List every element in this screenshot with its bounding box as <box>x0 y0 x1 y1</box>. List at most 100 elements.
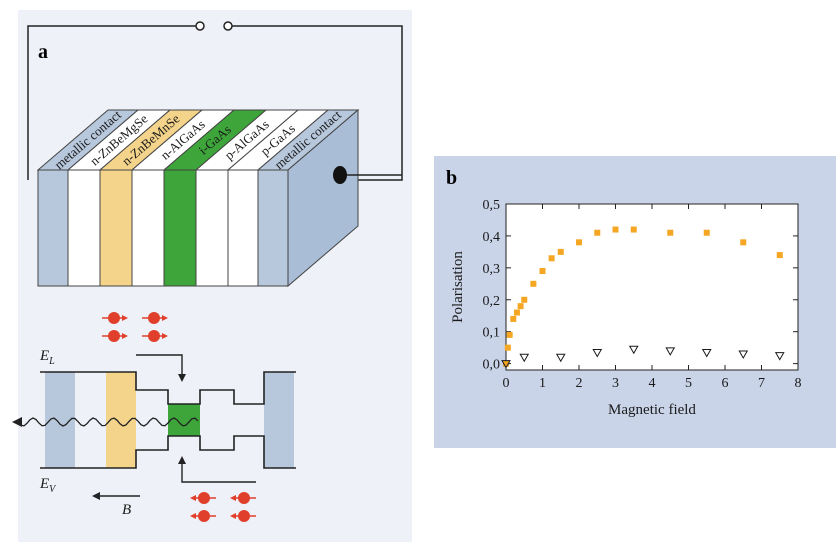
point-square-11 <box>557 248 564 255</box>
hole-2 <box>238 492 250 504</box>
electron-3 <box>108 330 120 342</box>
x-tick-label-0: 0 <box>503 376 510 391</box>
point-square-6 <box>517 303 524 310</box>
hole-1 <box>198 492 210 504</box>
point-square-18 <box>740 239 747 246</box>
layer-front-6 <box>195 169 229 287</box>
point-triangle-2 <box>519 353 530 363</box>
contact-dot <box>333 166 347 184</box>
x-axis-label: Magnetic field <box>608 402 696 418</box>
device-side-face <box>287 108 359 288</box>
point-square-8 <box>530 280 537 287</box>
electron-spin-head-2 <box>162 315 168 321</box>
field-arrow-head <box>92 492 100 500</box>
point-square-16 <box>667 229 674 236</box>
device-diagram-svg: a metallic contactn-ZnBeMgSen-ZnBeMnSen-… <box>12 21 403 522</box>
switch-terminal-right <box>223 21 233 31</box>
electron-4 <box>148 330 160 342</box>
y-tick-label-5: 0,5 <box>483 198 501 213</box>
x-tick-label-4: 4 <box>649 376 656 391</box>
y-tick-label-1: 0,1 <box>483 326 501 341</box>
point-square-17 <box>703 229 710 236</box>
panel-a-letter: a <box>38 41 48 63</box>
electron-1 <box>108 312 120 324</box>
panel-b-letter: b <box>446 167 457 189</box>
point-square-15 <box>630 226 637 233</box>
point-square-9 <box>539 268 546 275</box>
electron-arrow-head <box>178 374 186 382</box>
y-tick-label-2: 0,2 <box>483 294 501 309</box>
conduction-band-label: EL <box>39 348 55 367</box>
layer-front-2 <box>67 169 101 287</box>
point-triangle-5 <box>628 345 639 355</box>
point-square-5 <box>513 309 520 316</box>
point-triangle-8 <box>738 350 749 360</box>
electron-2 <box>148 312 160 324</box>
point-square-3 <box>506 331 513 338</box>
x-tick-label-2: 2 <box>576 376 583 391</box>
panel-b-chart: b 0 1 2 3 4 5 6 7 8 0,0 0,1 0,2 0,3 0,4 0,5 Magnetic … <box>434 156 836 448</box>
point-triangle-6 <box>665 347 676 356</box>
electron-spin-head-3 <box>122 333 128 339</box>
y-tick-label-3: 0,3 <box>483 262 501 277</box>
hole-arrow-head <box>178 456 186 464</box>
layer-front-7 <box>227 169 259 287</box>
x-tick-label-8: 8 <box>795 376 802 391</box>
layer-front-5 <box>163 169 197 287</box>
y-axis-label: Polarisation <box>450 251 466 323</box>
circuit-wire <box>27 25 403 181</box>
x-tick-label-5: 5 <box>685 376 692 391</box>
point-square-1 <box>503 360 509 367</box>
point-triangle-3 <box>555 353 566 363</box>
hole-spin-head-2 <box>230 495 236 501</box>
point-square-12 <box>576 239 582 246</box>
point-square-7 <box>521 296 528 303</box>
conduction-band-edge <box>40 371 296 405</box>
device-layers-top <box>36 109 360 171</box>
emitted-photon-wave <box>17 417 199 427</box>
point-square-14 <box>612 226 619 233</box>
band-diagram: EL EV B <box>12 312 296 522</box>
point-square-2 <box>504 344 511 351</box>
spin-carriers <box>102 312 256 522</box>
hole-injection-arrow <box>181 462 256 483</box>
point-square-10 <box>548 255 555 262</box>
valence-band-label: EV <box>39 476 57 495</box>
photon-arrow-head <box>12 417 22 427</box>
hole-3 <box>198 510 210 522</box>
hole-spin-head-4 <box>230 513 236 519</box>
x-tick-label-3: 3 <box>612 376 619 391</box>
switch-terminal-left <box>195 21 205 31</box>
hole-4 <box>238 510 250 522</box>
x-tick-label-6: 6 <box>722 376 729 391</box>
point-triangle-7 <box>701 348 712 358</box>
point-triangle-1 <box>501 360 511 369</box>
layer-front-4 <box>131 169 165 287</box>
band-quantum-well <box>168 404 200 436</box>
hole-spin-head-1 <box>190 495 196 501</box>
x-tick-label-7: 7 <box>758 376 765 391</box>
device-layers-front <box>37 169 289 287</box>
plot-area <box>505 203 799 371</box>
layer-front-8 <box>257 169 289 287</box>
y-tick-label-0: 0,0 <box>483 358 501 373</box>
polarisation-chart-svg: b 0 1 2 3 4 5 6 7 8 0,0 0,1 0,2 0,3 0,4 0,5 Magnetic … <box>446 167 802 418</box>
point-square-4 <box>510 315 517 322</box>
valence-band-edge <box>40 435 296 469</box>
band-contact-right <box>264 372 294 468</box>
y-axis-ticks: 0,0 0,1 0,2 0,3 0,4 0,5 <box>483 198 798 373</box>
layer-front-3 <box>99 169 133 287</box>
x-tick-label-1: 1 <box>539 376 546 391</box>
layer-front-1 <box>37 169 69 287</box>
point-triangle-9 <box>774 352 785 361</box>
hole-spin-head-3 <box>190 513 196 519</box>
field-label: B <box>122 502 131 518</box>
electron-injection-arrow <box>136 354 183 376</box>
point-triangle-4 <box>592 348 603 358</box>
point-square-19 <box>776 252 783 259</box>
y-tick-label-4: 0,4 <box>483 230 501 245</box>
x-axis-ticks: 0 1 2 3 4 5 6 7 8 <box>503 204 802 391</box>
electron-spin-head-1 <box>122 315 128 321</box>
electron-spin-head-4 <box>162 333 168 339</box>
